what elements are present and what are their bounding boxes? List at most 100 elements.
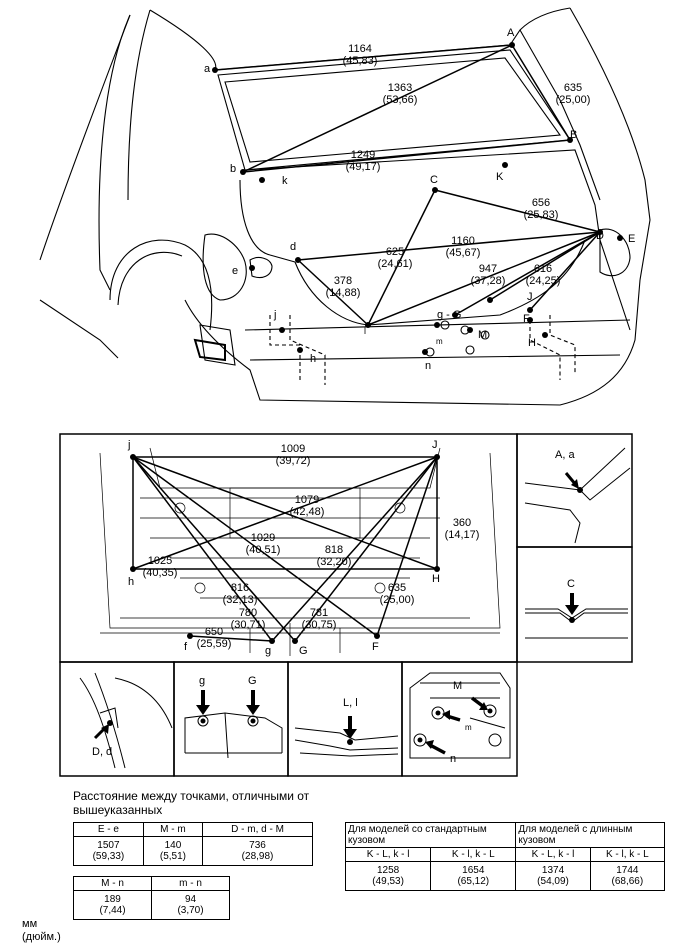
point-l-marker	[365, 322, 371, 328]
floor-dim-1029-in: (40,51)	[246, 544, 281, 556]
floor-dim-J-g	[271, 456, 438, 642]
dim-line-D-G	[454, 231, 601, 316]
floor-dim-650: 650	[205, 626, 223, 638]
floor-dim-818-in: (32,20)	[317, 556, 352, 568]
label-g-G: g - G	[437, 309, 461, 321]
dim-625: 625	[386, 246, 404, 258]
label-m: m	[436, 337, 443, 346]
point-E-marker	[617, 235, 623, 241]
t1-val-dm-in: (28,98)	[241, 851, 274, 862]
t1-header-e: E - e	[73, 822, 144, 837]
floor-dim-780: 780	[239, 607, 257, 619]
detail-mn-frame	[401, 661, 518, 777]
floor-dim-1009-in: (39,72)	[276, 455, 311, 467]
dim-line-C-l	[367, 189, 436, 326]
point-b-marker	[240, 169, 246, 175]
floor-dim-1009: 1009	[281, 443, 305, 455]
point-m-marker	[434, 322, 440, 328]
dim-947: 947	[479, 263, 497, 275]
floor-dim-1025-in: (40,35)	[143, 567, 178, 579]
t3-val-3: 1374	[541, 865, 565, 876]
floor-dim-f-g	[189, 635, 273, 642]
floor-dim-1079: 1079	[295, 494, 319, 506]
floor-dim-781: 781	[310, 607, 328, 619]
dim-line-D-J	[529, 231, 601, 311]
dim-378: 378	[334, 275, 352, 287]
detail-g-label: g	[199, 675, 205, 687]
label-C: C	[430, 174, 438, 186]
floor-dim-650-in: (25,59)	[197, 638, 232, 650]
dim-line-A-B	[511, 44, 571, 141]
detail-M-label: M	[453, 680, 462, 692]
floor-dim-1029: 1029	[251, 532, 275, 544]
point-D-marker	[597, 229, 603, 235]
floor-dim-818: 818	[325, 544, 343, 556]
floor-dim-J-F	[376, 456, 438, 637]
point-M-marker	[467, 327, 473, 333]
floor-label-j: j	[127, 439, 130, 451]
floor-dim-816-in: (32,13)	[223, 594, 258, 606]
detail-c-label: C	[567, 578, 575, 590]
dim-line-d-D	[297, 231, 601, 261]
t2-header-Mn: M - n	[73, 876, 152, 891]
t3-header-3: K - L, k - l	[515, 847, 591, 862]
t3-group-standard: Для моделей со стандартным кузовом	[344, 822, 517, 848]
dim-625-in: (24,61)	[378, 258, 413, 270]
t3-header-1: K - L, k - l	[344, 847, 432, 862]
other-points-caption: Расстояние между точками, отличными от в…	[73, 789, 310, 817]
floor-dim-635-in: (25,00)	[380, 594, 415, 606]
floor-label-J: J	[432, 439, 438, 451]
t3-header-2: K - l, k - L	[430, 847, 517, 862]
t3-val-2-in: (65,12)	[457, 876, 490, 887]
t3-val-3-in: (54,09)	[537, 876, 569, 887]
point-j-marker	[279, 327, 285, 333]
point-G-marker	[452, 312, 458, 318]
label-M: M	[478, 329, 487, 341]
detail-ll-label: L, l	[343, 697, 358, 709]
floor-dim-j-F	[132, 456, 378, 637]
point-K-side-marker	[487, 297, 493, 303]
floor-dim-1079-in: (42,48)	[290, 506, 325, 518]
bumper-outline	[184, 279, 641, 406]
t3-val-1: 1258	[376, 865, 400, 876]
label-J: J	[527, 291, 533, 303]
dim-line-b-B	[242, 139, 571, 173]
floor-dim-h-J	[132, 456, 438, 570]
dim-635-in: (25,00)	[556, 94, 591, 106]
point-K-marker	[502, 162, 508, 168]
floor-dim-780-in: (30,71)	[231, 619, 266, 631]
label-n: n	[425, 360, 431, 372]
label-K: K	[496, 171, 504, 183]
dim-1164: 1164	[348, 43, 372, 55]
floor-dim-J-G	[294, 456, 438, 642]
floor-dim-j-G	[132, 456, 296, 642]
trunk-lid-outline	[244, 149, 601, 241]
point-n-marker	[422, 349, 428, 355]
label-F: F	[523, 313, 530, 325]
label-h: h	[310, 353, 316, 365]
t1-val-e-in: (59,33)	[92, 851, 125, 862]
detail-m-label: m	[465, 723, 472, 732]
floor-label-f: f	[184, 641, 188, 653]
dim-line-d-l	[297, 259, 369, 326]
t1-header-dm: D - m, d - M	[202, 822, 313, 837]
detail-ll-frame	[287, 661, 403, 777]
t3-val-1-in: (49,53)	[372, 876, 404, 887]
label-l: l	[364, 326, 366, 336]
dim-656-in: (25,83)	[524, 209, 559, 221]
dim-947-in: (37,28)	[471, 275, 506, 287]
detail-gG-frame	[173, 661, 289, 777]
wheel-arch-outline	[109, 239, 213, 331]
t3-header-4: K - l, k - L	[589, 847, 666, 862]
dim-616: 616	[534, 263, 552, 275]
dim-656: 656	[532, 197, 550, 209]
point-B-marker	[567, 137, 573, 143]
point-H-marker	[542, 332, 548, 338]
t2-header-mn: m - n	[151, 876, 230, 891]
label-H: H	[528, 337, 536, 349]
floor-dim-816: 816	[231, 582, 249, 594]
t1-val-dm: 736	[249, 840, 266, 851]
floor-dim-j-g	[132, 456, 273, 642]
point-h-marker	[297, 347, 303, 353]
detail-dd-label: D, d	[92, 746, 112, 758]
